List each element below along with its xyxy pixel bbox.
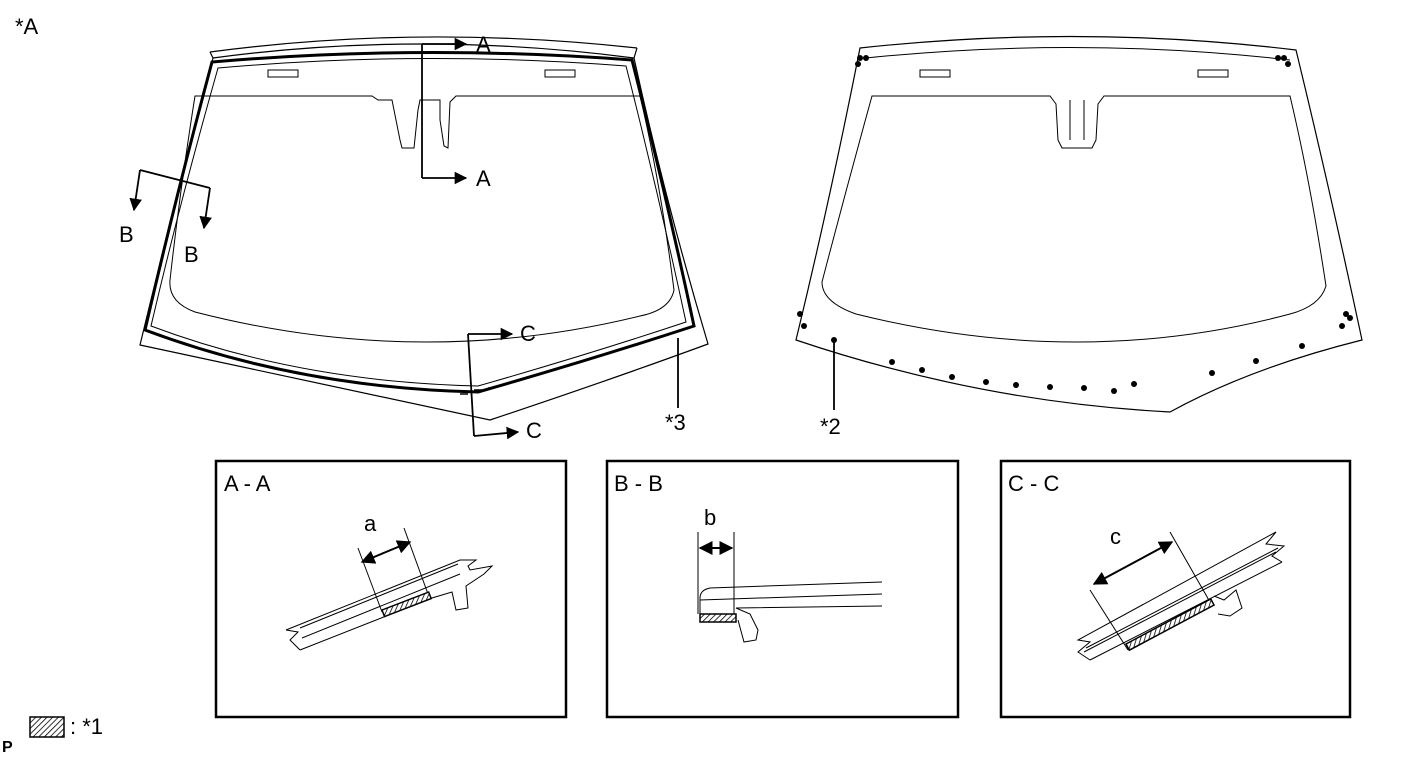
- dimension-a-label: a: [364, 511, 377, 536]
- dimension-b-label: b: [704, 505, 716, 530]
- legend-hatch-swatch: [29, 716, 65, 738]
- sensor-slot-left: [267, 69, 299, 78]
- adhesive-bead-inner: [150, 57, 687, 387]
- right-sensor-slot-left: [919, 69, 951, 78]
- windshield-right-outline: [795, 35, 1363, 413]
- right-sensor-slot-right: [1197, 69, 1229, 78]
- windshield-left-outer-edge: [209, 36, 638, 53]
- section-a-cut: [421, 37, 468, 185]
- section-c-box: C - C c: [999, 459, 1352, 719]
- sensor-slot-right: [544, 69, 576, 78]
- section-a-arrow-label-bottom: A: [476, 166, 491, 191]
- adhesive-hatch-c: [1124, 597, 1216, 652]
- legend: P : *1: [2, 714, 103, 756]
- callout-3-label: *3: [665, 410, 686, 435]
- section-b-title: B - B: [614, 471, 663, 496]
- windshield-right-inner-area: [821, 95, 1327, 343]
- windshield-left-inner-area: [169, 95, 675, 343]
- dimension-a-arrow: [360, 540, 412, 564]
- section-b-box: B - B b: [605, 459, 960, 719]
- section-a-arrow-label-top: A: [476, 32, 491, 57]
- adhesive-hatch-a: [381, 591, 433, 618]
- windshield-right-center-slot: [1069, 100, 1085, 140]
- adhesive-bead-line: [143, 50, 696, 394]
- legend-prefix: P: [2, 739, 13, 756]
- section-c-arrow-label-bottom: C: [526, 418, 542, 443]
- windshield-right-view: [795, 35, 1363, 413]
- dimension-c-arrow: [1092, 541, 1174, 585]
- callout-2-label: *2: [820, 414, 841, 439]
- section-c-title: C - C: [1008, 471, 1059, 496]
- dimension-c-label: c: [1110, 524, 1121, 549]
- windshield-right-inner-edge: [865, 46, 1291, 61]
- adhesive-hatch-b: [699, 613, 737, 623]
- section-a-box: A - A a: [214, 459, 568, 719]
- section-c-cut: [467, 327, 520, 440]
- spacer-dots: [797, 55, 1353, 394]
- windshield-left-view: [139, 36, 709, 421]
- legend-text: : *1: [70, 714, 103, 739]
- section-a-title: A - A: [224, 471, 271, 496]
- section-c-arrow-label-top: C: [520, 321, 536, 346]
- section-b-cut: [129, 169, 212, 230]
- view-marker: *A: [15, 14, 39, 39]
- bottom-marks: [460, 387, 494, 395]
- section-b-arrow-label-right: B: [184, 242, 199, 267]
- section-b-arrow-label-left: B: [119, 222, 134, 247]
